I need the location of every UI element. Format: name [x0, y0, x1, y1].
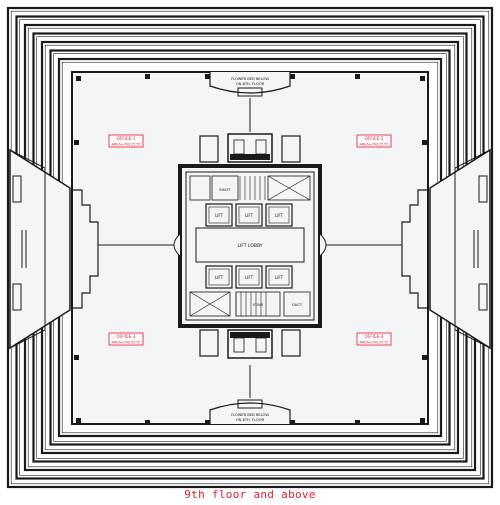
column-mark: [355, 420, 360, 425]
svg-text:OFFICE-4: OFFICE-4: [364, 334, 383, 339]
office-3-label: OFFICE-3 AREA=790.25 ft²: [108, 332, 144, 346]
top-planter-note-line2: ON 8TH. FLOOR: [236, 82, 265, 86]
lift-car: LIFT: [235, 265, 263, 289]
svg-text:AREA=790.25 ft²: AREA=790.25 ft²: [360, 143, 389, 147]
column-mark: [76, 76, 81, 81]
office-2-label: OFFICE-2 AREA=790.25 ft²: [356, 134, 392, 148]
column-mark: [355, 74, 360, 79]
column-mark: [205, 420, 210, 425]
office-4-label: OFFICE-4 AREA=790.25 ft²: [356, 332, 392, 346]
lift-label: LIFT: [275, 213, 284, 218]
toilet-block-top: [199, 133, 301, 163]
lift-car: LIFT: [265, 203, 293, 227]
office-1-label: OFFICE-1 AREA=790.25 ft²: [108, 134, 144, 148]
terrace-ring: [6, 6, 494, 489]
lift-lobby: [195, 227, 305, 263]
svg-text:AREA=790.25 ft²: AREA=790.25 ft²: [112, 143, 141, 147]
lift-lobby-label: LIFT LOBBY: [237, 243, 262, 249]
svg-text:OFFICE-3: OFFICE-3: [116, 334, 135, 339]
floor-caption: 9th floor and above: [184, 488, 316, 501]
top-planter: FLOWER BED BELOW ON 8TH. FLOOR: [209, 72, 291, 97]
service-core: LIFT LOBBY SHAFT STAIR DUCT: [173, 164, 327, 328]
stair-lower-label: STAIR: [253, 303, 264, 307]
top-planter-note-line1: FLOWER BED BELOW: [231, 77, 269, 81]
svg-text:AREA=790.25 ft²: AREA=790.25 ft²: [112, 341, 141, 345]
lift-label: LIFT: [215, 213, 224, 218]
column-mark: [422, 355, 427, 360]
right-wing: [429, 148, 491, 350]
bottom-planter: FLOWER BED BELOW ON 8TH. FLOOR: [209, 399, 291, 424]
lift-label: LIFT: [275, 275, 284, 280]
column-mark: [76, 418, 81, 423]
shaft-upper-label: SHAFT: [219, 188, 231, 192]
duct-lower-label: DUCT: [292, 303, 303, 307]
column-mark: [420, 76, 425, 81]
column-mark: [74, 355, 79, 360]
svg-text:AREA=790.25 ft²: AREA=790.25 ft²: [360, 341, 389, 345]
bottom-planter-note-line1: FLOWER BED BELOW: [231, 413, 269, 417]
lift-label: LIFT: [245, 213, 254, 218]
column-mark: [290, 74, 295, 79]
lift-label: LIFT: [245, 275, 254, 280]
lift-car: LIFT: [235, 203, 263, 227]
column-mark: [422, 140, 427, 145]
column-mark: [205, 74, 210, 79]
column-mark: [145, 420, 150, 425]
grid-axes: [98, 98, 402, 398]
column-mark: [74, 140, 79, 145]
lift-car: LIFT: [265, 265, 293, 289]
column-mark: [145, 74, 150, 79]
toilet-block-bottom: [199, 329, 301, 359]
left-wing: [9, 148, 71, 350]
bottom-planter-note-line2: ON 8TH. FLOOR: [236, 418, 265, 422]
lift-car: LIFT: [205, 265, 233, 289]
stepped-edges: [72, 189, 428, 309]
svg-text:OFFICE-2: OFFICE-2: [364, 136, 383, 141]
structural-columns: [74, 74, 427, 425]
svg-text:OFFICE-1: OFFICE-1: [116, 136, 135, 141]
lift-car: LIFT: [205, 203, 233, 227]
lift-label: LIFT: [215, 275, 224, 280]
column-mark: [290, 420, 295, 425]
column-mark: [420, 418, 425, 423]
lift-cars: LIFT LIFT LIFT LIFT LIFT LIFT: [205, 203, 293, 289]
